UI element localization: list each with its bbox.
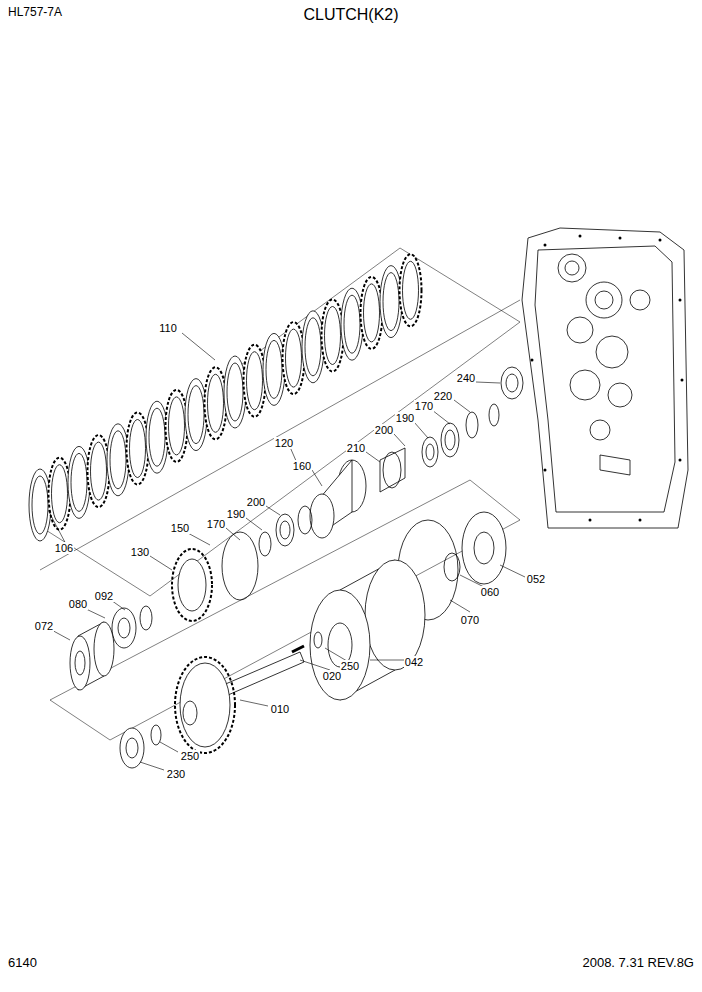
plate-inner — [91, 442, 107, 500]
clutch-plate — [127, 413, 149, 485]
model-code: HL757-7A — [8, 6, 62, 19]
callout-number: 190 — [395, 412, 415, 424]
callout-number: 110 — [158, 322, 178, 334]
clutch-plate — [185, 379, 207, 451]
plate-inner — [130, 420, 146, 478]
clutch-plate — [205, 367, 227, 439]
clutch-plate — [68, 446, 90, 518]
plate-inner — [305, 318, 321, 376]
clutch-plate — [107, 424, 129, 496]
callout-number: 170 — [414, 400, 434, 412]
clutch-plate — [380, 266, 402, 338]
callout-number: 106 — [54, 542, 74, 554]
callout-number: 120 — [274, 437, 294, 449]
callout-number: 190 — [226, 508, 246, 520]
callout-number: 042 — [404, 656, 424, 668]
callout-number: 170 — [206, 518, 226, 530]
plate-inner — [149, 408, 165, 466]
clutch-plate — [146, 401, 168, 473]
callout-number: 092 — [94, 590, 114, 602]
page-title: CLUTCH(K2) — [303, 6, 398, 24]
page-number: 6140 — [8, 956, 37, 970]
clutch-plate — [400, 254, 422, 326]
callout-number: 240 — [456, 372, 476, 384]
plate-inner — [227, 363, 243, 421]
clutch-plate — [88, 435, 110, 507]
clutch-plate — [224, 356, 246, 428]
callout-number: 220 — [433, 390, 453, 402]
callout-number: 072 — [34, 620, 54, 632]
plate-inner — [403, 261, 419, 319]
callout-number: 010 — [270, 703, 290, 715]
clutch-plate — [322, 300, 344, 372]
clutch-plate — [302, 311, 324, 383]
plate-inner — [52, 465, 68, 523]
plate-inner — [286, 329, 302, 387]
plate-inner — [71, 453, 87, 511]
callout-number: 052 — [526, 573, 546, 585]
plate-inner — [32, 476, 48, 534]
clutch-plate — [29, 469, 51, 541]
callout-number: 150 — [170, 522, 190, 534]
plate-inner — [325, 307, 341, 365]
plate-inner — [344, 295, 360, 353]
callout-number: 080 — [68, 598, 88, 610]
plate-inner — [169, 397, 185, 455]
plate-inner — [247, 352, 263, 410]
clutch-plate — [341, 288, 363, 360]
plate-inner — [383, 273, 399, 331]
clutch-plate — [361, 277, 383, 349]
plate-inner — [110, 431, 126, 489]
callout-number: 250 — [180, 750, 200, 762]
callout-number: 070 — [460, 614, 480, 626]
callout-number: 020 — [322, 670, 342, 682]
callout-number: 060 — [480, 586, 500, 598]
clutch-plate — [283, 322, 305, 394]
callout-number: 130 — [130, 546, 150, 558]
callout-number: 160 — [292, 460, 312, 472]
clutch-plate — [263, 333, 285, 405]
callout-number: 200 — [374, 424, 394, 436]
plate-inner — [188, 386, 204, 444]
clutch-plate — [166, 390, 188, 462]
callout-number: 200 — [246, 496, 266, 508]
callout-number: 250 — [340, 660, 360, 672]
callout-number: 230 — [166, 768, 186, 780]
plate-inner — [208, 374, 224, 432]
clutch-plate — [244, 345, 266, 417]
plate-inner — [364, 284, 380, 342]
callout-number: 210 — [346, 442, 366, 454]
plate-inner — [266, 340, 282, 398]
revision-date: 2008. 7.31 REV.8G — [582, 956, 694, 970]
clutch-plate — [49, 458, 71, 530]
